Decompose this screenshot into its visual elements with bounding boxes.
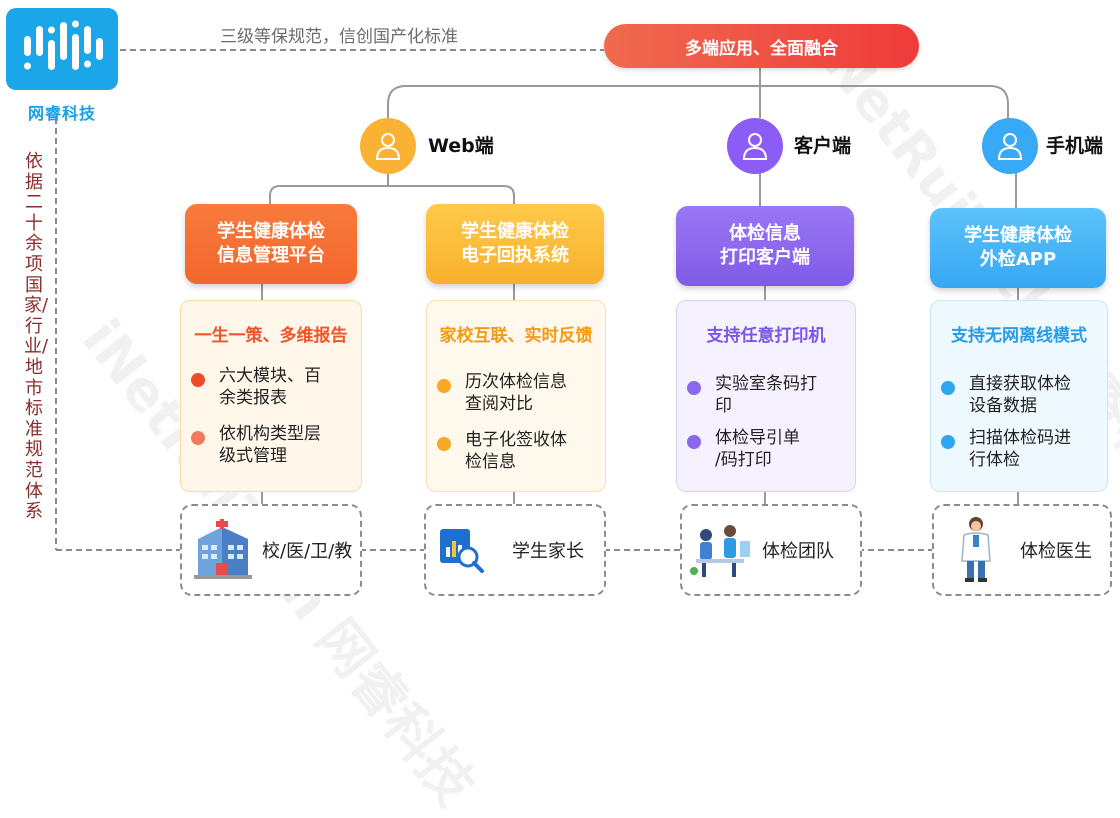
list-item-text: 直接获取体检设备数据 xyxy=(969,374,1071,416)
client-platform-label: 客户端 xyxy=(794,135,852,157)
bullet-dot xyxy=(941,381,955,395)
feature-card-home-school: 家校互联、实时反馈 历次体检信息查阅对比 电子化签收体检信息 xyxy=(426,300,606,492)
feature-card-reports: 一生一策、多维报告 六大模块、百余类报表 依机构类型层级式管理 xyxy=(180,300,362,492)
system-title-line1: 学生健康体检 xyxy=(964,225,1072,246)
bullet-dot xyxy=(191,373,205,387)
side-vertical-text: 依据二十余项国家/行业/地市标准规范体系 xyxy=(24,151,49,523)
report-magnifier-icon xyxy=(440,529,484,573)
list-item-text: 依机构类型层级式管理 xyxy=(219,424,321,466)
user-label: 校/医/卫/教 xyxy=(262,541,353,562)
person-icon xyxy=(375,133,401,160)
user-box-parents: 学生家长 xyxy=(424,504,606,596)
user-label: 体检团队 xyxy=(762,541,834,562)
bullet-dot xyxy=(437,379,451,393)
list-item: 六大模块、百余类报表 xyxy=(191,365,321,409)
system-title-line1: 学生健康体检 xyxy=(461,221,569,242)
list-item: 扫描体检码进行体检 xyxy=(941,427,1071,471)
system-management-platform: 学生健康体检 信息管理平台 xyxy=(185,204,357,284)
list-item: 历次体检信息查阅对比 xyxy=(437,371,567,415)
list-item: 体检导引单/码打印 xyxy=(687,427,800,471)
person-icon xyxy=(997,133,1023,160)
system-title-line2: 打印客户端 xyxy=(720,247,810,268)
feature-card-offline: 支持无网离线模式 直接获取体检设备数据 扫描体检码进行体检 xyxy=(930,300,1108,492)
system-title-line1: 体检信息 xyxy=(729,223,801,244)
top-theme-pill: 多端应用、全面融合 xyxy=(604,24,919,68)
logo-mark xyxy=(6,8,118,90)
client-platform-icon xyxy=(727,118,783,174)
logo-bars-icon xyxy=(24,20,103,70)
list-item-text: 扫描体检码进行体检 xyxy=(969,428,1071,470)
bullet-dot xyxy=(191,431,205,445)
card-title: 家校互联、实时反馈 xyxy=(439,326,593,346)
list-item-text: 六大模块、百余类报表 xyxy=(219,366,321,408)
company-logo: 网睿科技 xyxy=(6,8,118,123)
list-item-text: 历次体检信息查阅对比 xyxy=(465,372,567,414)
list-item-text: 电子化签收体检信息 xyxy=(465,430,567,472)
system-title-line2: 电子回执系统 xyxy=(461,245,569,266)
system-mobile-app: 学生健康体检 外检APP xyxy=(930,208,1106,288)
user-label: 学生家长 xyxy=(512,541,584,562)
card-title: 支持任意打印机 xyxy=(706,326,826,346)
tagline: 三级等保规范，信创国产化标准 xyxy=(220,27,458,47)
doctor-icon xyxy=(961,517,991,582)
bullet-dot xyxy=(437,437,451,451)
card-title: 支持无网离线模式 xyxy=(951,326,1087,346)
building-icon xyxy=(194,519,252,579)
team-icon xyxy=(690,525,750,577)
list-item: 电子化签收体检信息 xyxy=(437,429,567,473)
mobile-platform-label: 手机端 xyxy=(1046,135,1104,157)
list-item-text: 实验室条码打印 xyxy=(715,374,817,416)
mobile-platform-icon xyxy=(982,118,1038,174)
user-box-doctor: 体检医生 xyxy=(932,504,1112,596)
bullet-dot xyxy=(687,381,701,395)
user-box-institutions: 校/医/卫/教 xyxy=(180,504,362,596)
connector-lines xyxy=(55,49,1019,551)
system-title-line2: 信息管理平台 xyxy=(217,245,325,266)
user-label: 体检医生 xyxy=(1020,541,1092,562)
logo-text: 网睿科技 xyxy=(27,104,96,123)
list-item-text: 体检导引单/码打印 xyxy=(715,428,800,470)
system-title-line1: 学生健康体检 xyxy=(217,221,325,242)
list-item: 直接获取体检设备数据 xyxy=(941,373,1071,417)
list-item: 依机构类型层级式管理 xyxy=(191,423,321,467)
card-title: 一生一策、多维报告 xyxy=(194,326,348,346)
user-box-exam-team: 体检团队 xyxy=(680,504,862,596)
bullet-dot xyxy=(687,435,701,449)
web-platform-label: Web端 xyxy=(428,135,494,157)
bullet-dot xyxy=(941,435,955,449)
list-item: 实验室条码打印 xyxy=(687,373,817,417)
feature-card-printing: 支持任意打印机 实验室条码打印 体检导引单/码打印 xyxy=(676,300,856,492)
system-title-line2: 外检APP xyxy=(979,249,1057,270)
system-print-client: 体检信息 打印客户端 xyxy=(676,206,854,286)
system-e-receipt: 学生健康体检 电子回执系统 xyxy=(426,204,604,284)
person-icon xyxy=(742,133,768,160)
web-platform-icon xyxy=(360,118,416,174)
